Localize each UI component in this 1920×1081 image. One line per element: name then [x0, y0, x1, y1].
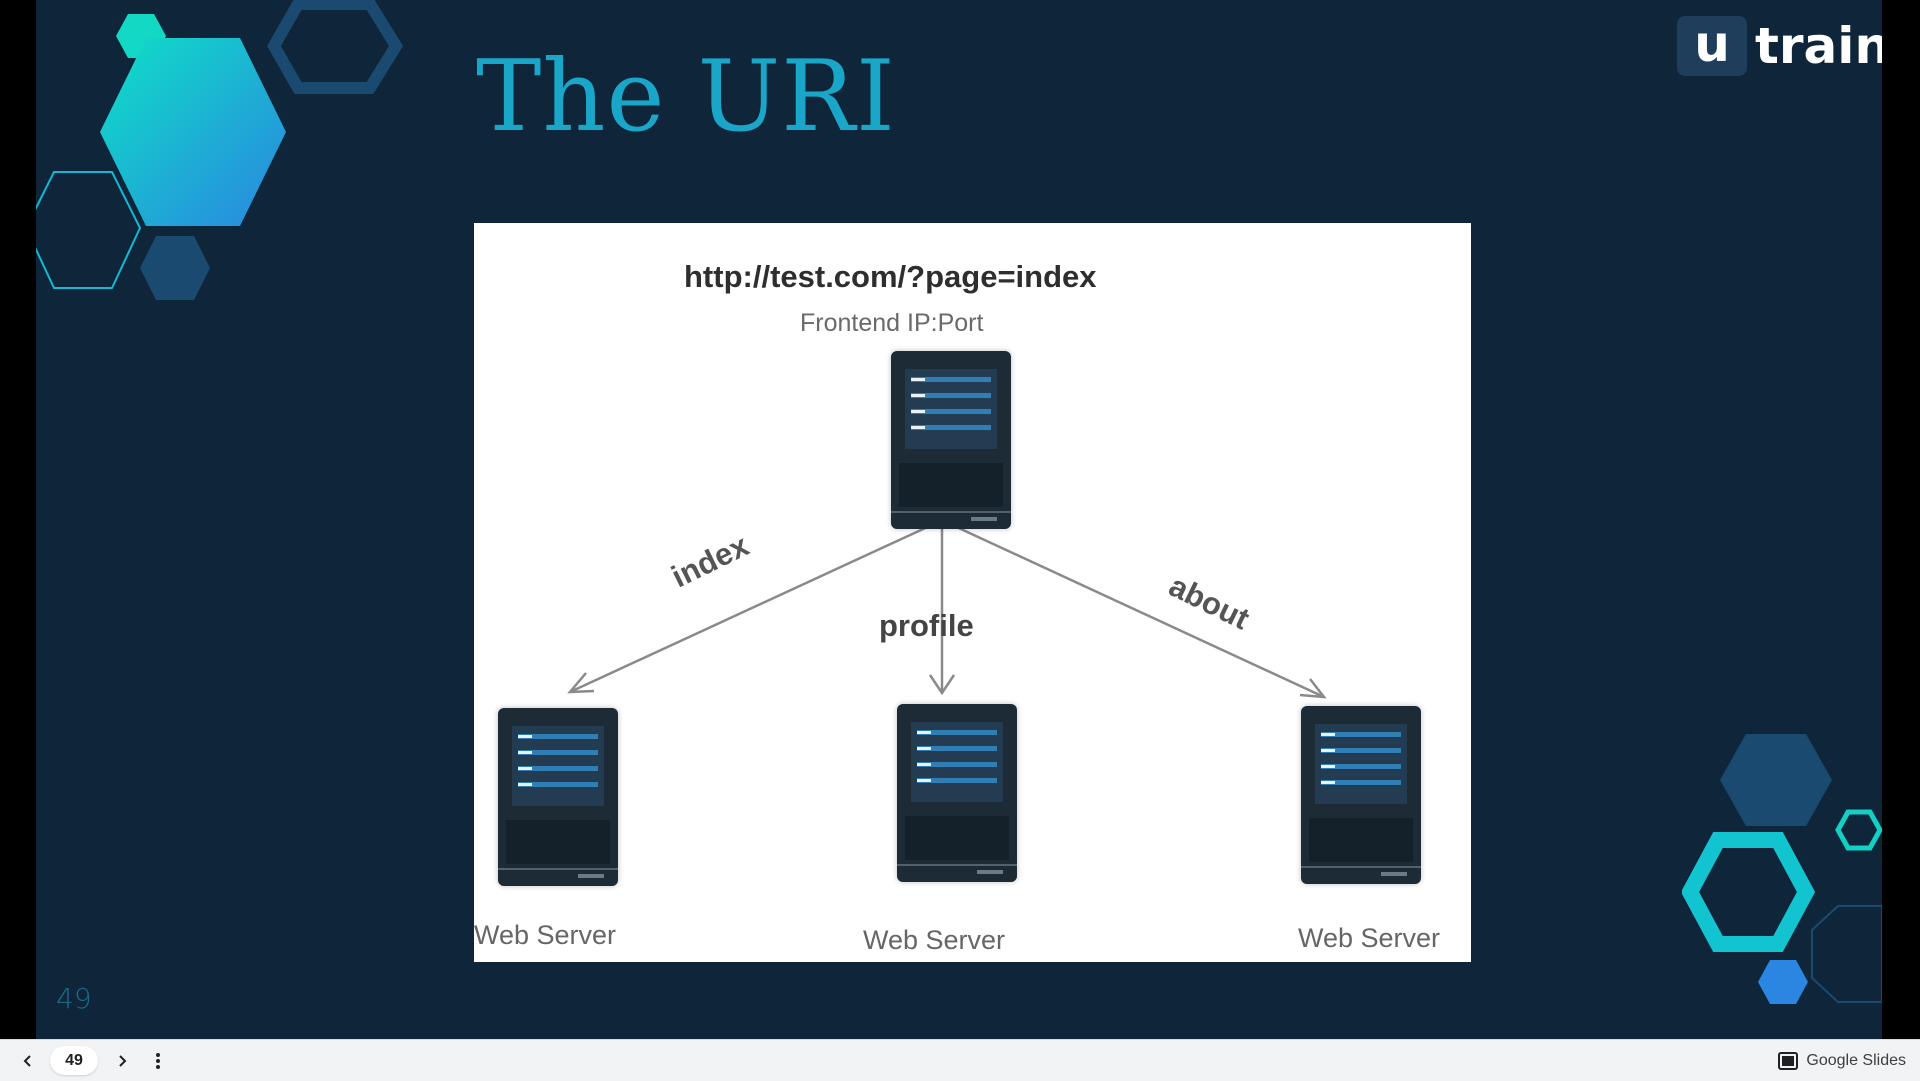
chevron-left-icon — [23, 1054, 31, 1067]
arrow-about — [949, 522, 1325, 699]
routing-arrows — [567, 522, 1327, 699]
page-number-indicator[interactable]: 49 — [50, 1046, 98, 1075]
web-server-icon — [498, 708, 618, 886]
arrow-index — [569, 522, 935, 694]
web-server-icon — [1301, 706, 1421, 884]
frontend-server-icon — [891, 351, 1011, 529]
more-vertical-icon — [156, 1052, 160, 1069]
logo-mark: u — [1677, 16, 1747, 76]
hexagon-decoration-bottom-right — [1682, 734, 1882, 1004]
utrain-logo: u train — [1677, 16, 1882, 76]
slide-number: 49 — [56, 982, 92, 1015]
next-slide-button[interactable] — [104, 1040, 140, 1081]
google-slides-label: Google Slides — [1806, 1051, 1906, 1069]
frontend-label: Frontend IP:Port — [800, 309, 984, 337]
url-text: http://test.com/?page=index — [684, 259, 1097, 294]
slide: The URI u train http://test.com/?page=in… — [36, 0, 1882, 1039]
google-slides-link[interactable]: Google Slides — [1778, 1040, 1906, 1081]
previous-slide-button[interactable] — [10, 1040, 46, 1081]
server-label: Web Server — [1298, 923, 1441, 953]
load-balancer-diagram: http://test.com/?page=index Frontend IP:… — [474, 223, 1471, 962]
server-label: Web Server — [474, 920, 617, 950]
logo-wordmark: train — [1755, 17, 1882, 75]
presenter-toolbar: 49 Google Slides — [0, 1039, 1920, 1081]
slides-icon — [1778, 1051, 1799, 1070]
more-options-button[interactable] — [140, 1040, 176, 1081]
web-server-icon — [897, 704, 1017, 882]
slide-stage: The URI u train http://test.com/?page=in… — [36, 0, 1882, 1039]
route-label-profile: profile — [879, 608, 974, 643]
chevron-right-icon — [119, 1054, 127, 1067]
slide-title: The URI — [476, 40, 896, 154]
server-label: Web Server — [863, 925, 1006, 955]
hexagon-decoration-top-left — [36, 0, 404, 300]
